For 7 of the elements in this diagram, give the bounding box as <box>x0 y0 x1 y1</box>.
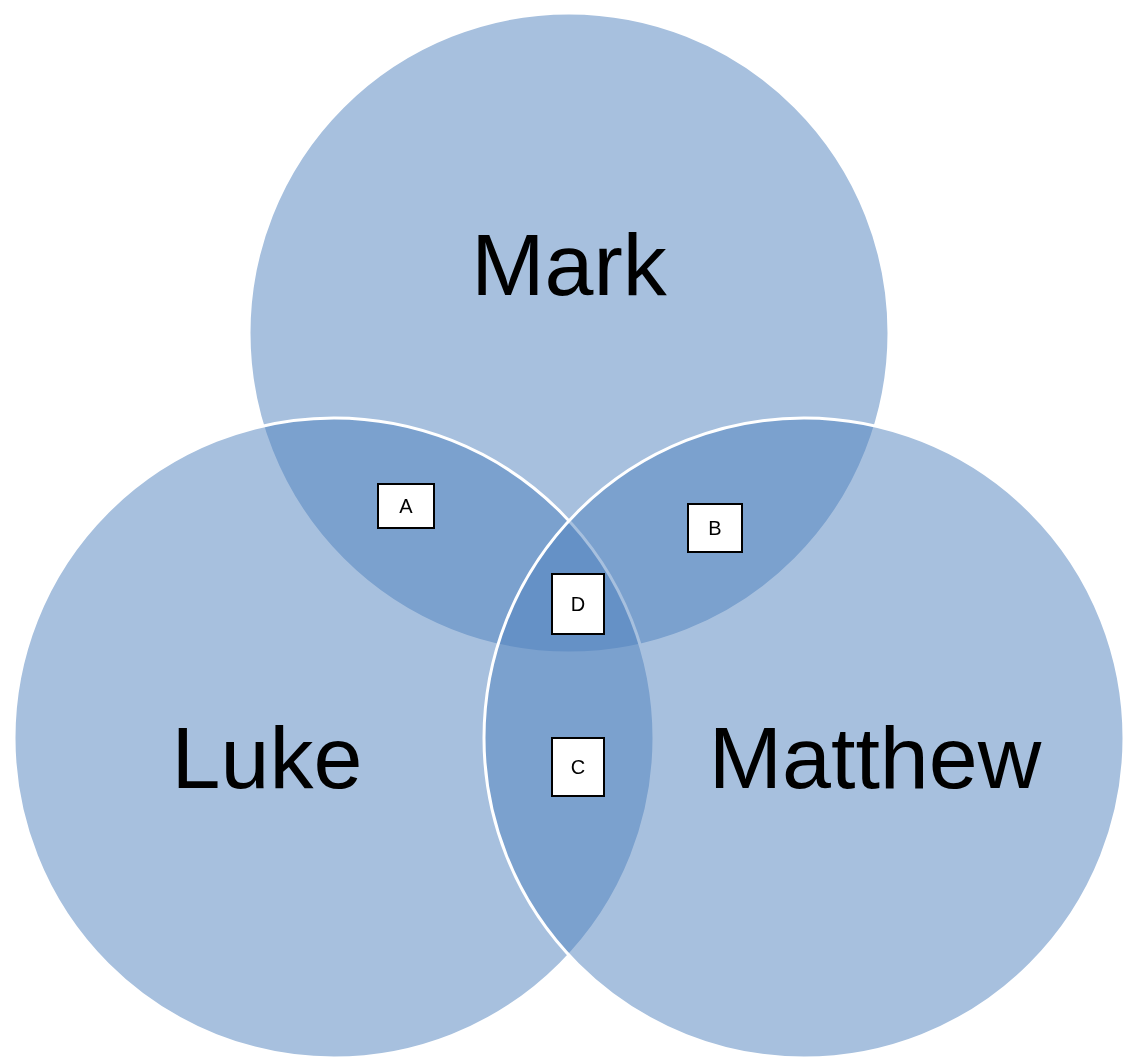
region-marker: D <box>551 573 605 635</box>
region-marker: A <box>377 483 435 529</box>
region-marker: B <box>687 503 743 553</box>
region-marker: C <box>551 737 605 797</box>
circle-label: Matthew <box>708 714 1042 802</box>
circle-label: Luke <box>171 714 363 802</box>
circle-label: Mark <box>471 221 667 309</box>
